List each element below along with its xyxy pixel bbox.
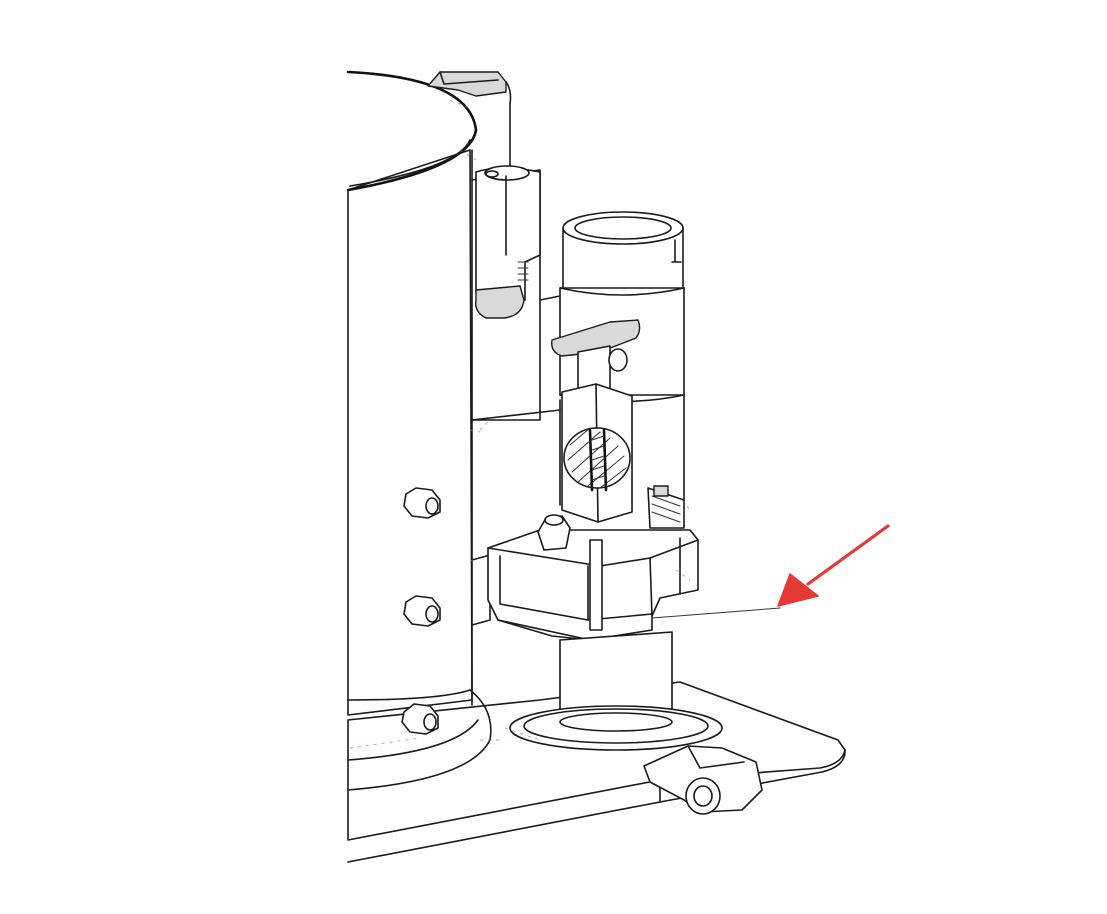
nut-top (403, 487, 441, 519)
side-nuts (401, 487, 441, 735)
hinge-latch (475, 165, 541, 319)
construction-marks (349, 99, 691, 749)
lower-column (509, 631, 723, 751)
top-clip (427, 71, 512, 171)
t-handle (551, 319, 641, 393)
leader-line (651, 607, 781, 619)
main-cylinder (346, 70, 492, 791)
section-block (561, 383, 633, 523)
nut-middle (403, 595, 441, 627)
side-bracket (647, 485, 685, 529)
clamp-nut (537, 514, 571, 551)
nut-bottom (401, 703, 439, 735)
clamp-rod (589, 539, 603, 631)
arrow-icon (777, 524, 890, 607)
hinge-tube (643, 745, 763, 815)
